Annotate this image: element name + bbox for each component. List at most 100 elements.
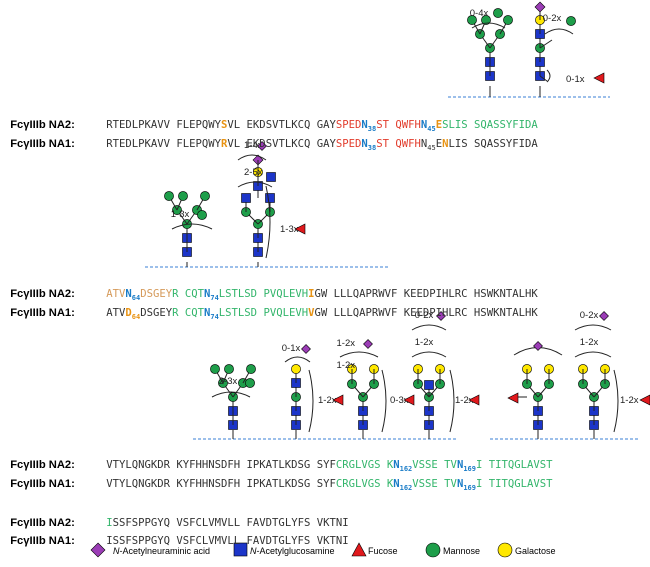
sequence-segment: RTEDLPKAVV FLEPQWY	[106, 119, 222, 131]
glycan-bracket	[546, 69, 551, 83]
block1-na2-sequence: RTEDLPKAVV FLEPQWYSVL EKDSVTLKCQ GAYSPED…	[106, 119, 538, 134]
glycan-bracket	[574, 351, 612, 358]
sialic-acid-icon	[533, 341, 543, 351]
sequence-segment: VSSE TV	[412, 478, 457, 490]
sequence-segment: VL EKDSVTLKCQ GAY	[227, 119, 336, 131]
sequence-segment: I TITQGLAVST	[475, 478, 553, 490]
sequence-segment: 45	[427, 144, 436, 153]
sequence-segment: R CQT	[172, 307, 204, 319]
sequence-segment: GW LLLQAPRWVF KEEDPIHLRC HSWKNTALHK	[314, 288, 538, 300]
sequence-segment: DSGEY	[140, 307, 173, 319]
sequence-segment: VTYLQNGKDR KYFHHNSDFH IPKATLKDSG SYF	[106, 459, 336, 471]
sequence-segment: N	[393, 459, 400, 471]
sequence-segment: 45	[427, 125, 436, 134]
glycan-count-label: 1-3x	[171, 209, 190, 220]
block1-na1-sequence: RTEDLPKAVV FLEPQWYRVL EKDSVTLKCQ GAYSPED…	[106, 138, 538, 153]
glycan-count-label: 2-3x	[219, 376, 238, 387]
sequence-segment: ATV	[106, 307, 126, 319]
sequence-segment: ISSFSPPGYQ VSFCLVMVLL FAVDTGLYFS VKTNI	[106, 535, 349, 547]
sequence-segment: VL EKDSVTLKCQ GAY	[227, 138, 336, 150]
sequence-segment: ATV	[106, 288, 126, 300]
glycan-bond	[539, 75, 548, 82]
glycan-bracket	[237, 154, 267, 161]
legend-galactose-label: Galactose	[515, 546, 556, 556]
na2-label: FcγIIIb NA2:	[10, 119, 75, 131]
block2-na2-row: FcγIIIb NA2: ATVN64DSGEYR CQTN74LSTLSD PV…	[4, 273, 538, 302]
sequence-segment: SSFSPPGYQ VSFCLVMVLL FAVDTGLYFS VKTNI	[112, 517, 349, 529]
glycan-bracket	[613, 369, 619, 433]
sequence-segment: N	[203, 288, 211, 300]
glycan-bracket	[411, 324, 447, 331]
sequence-segment: N	[361, 119, 368, 131]
glycan-bracket	[339, 351, 379, 358]
block2-na1-sequence: ATVD64DSGEYR CQTN74LSTLSD PVQLEVHVGW LLL…	[106, 307, 538, 322]
legend-sialic-label: N-Acetylneuraminic acid	[113, 546, 211, 556]
na1-label: FcγIIIb NA1:	[10, 307, 75, 319]
sequence-segment: 169	[463, 484, 476, 493]
sequence-segment: S	[221, 119, 228, 131]
sequence-segment: 74	[210, 313, 219, 322]
legend-galactose-icon	[497, 542, 513, 558]
mannose-icon	[246, 364, 256, 374]
glycan-bracket	[171, 223, 213, 230]
glycan-count-label: 0-2x	[580, 310, 599, 321]
glycan-count-label: 0-2x	[415, 310, 434, 321]
fucose-icon	[507, 392, 519, 404]
sequence-segment: 162	[399, 465, 413, 474]
sequence-segment: E	[435, 138, 443, 150]
na2-label: FcγIIIb NA2:	[10, 288, 75, 300]
sialic-acid-icon	[257, 141, 267, 151]
block4-na1-row: FcγIIIb NA1:ISSFSPPGYQ VSFCLVMVLL FAVDTG…	[4, 520, 349, 548]
sequence-segment: R CQT	[172, 288, 204, 300]
sialic-acid-icon	[534, 1, 546, 13]
glycan-count-label: 2-5x	[244, 167, 263, 178]
na2-label: FcγIIIb NA2:	[10, 459, 75, 471]
glycan-count-label: 1-4x	[244, 140, 263, 151]
mannose-icon	[566, 16, 576, 26]
sequence-segment: 38	[367, 125, 377, 134]
sequence-segment: N	[420, 119, 428, 131]
sequence-segment: N	[125, 288, 132, 300]
glycan-count-label: 1-2x	[415, 337, 434, 348]
glycan-bracket	[471, 22, 506, 29]
glycan-bracket	[265, 185, 271, 259]
glycan-count-label: 0-2x	[543, 13, 562, 24]
legend-glcnac-icon	[233, 542, 248, 557]
mannose-icon	[224, 364, 234, 374]
block2-na2-sequence: ATVN64DSGEYR CQTN74LSTLSD PVQLEVHIGW LLL…	[106, 288, 538, 302]
mannose-icon	[178, 191, 188, 201]
sequence-segment: V	[308, 307, 315, 319]
sequence-segment: N	[442, 138, 449, 150]
sequence-segment: DSGEY	[140, 288, 173, 300]
sequence-segment: N	[361, 138, 368, 150]
mannose-icon	[164, 191, 174, 201]
sialic-acid-icon	[90, 542, 106, 558]
sequence-segment: ST QWFH	[376, 119, 421, 131]
sequence-segment: N	[420, 138, 428, 150]
fucose-icon	[403, 394, 415, 406]
sequence-segment: I	[106, 517, 113, 529]
glycan-bracket	[574, 324, 612, 331]
glycan-count-label: 1-3x	[280, 224, 299, 235]
glycan-bracket	[411, 351, 447, 358]
fucose-icon	[468, 394, 480, 406]
sequence-segment: GW LLLQAPRWVF KEEDPIHLRC HSWKNTALHK	[314, 307, 538, 319]
sequence-segment: CRGLVGS K	[335, 459, 394, 471]
sequence-segment: 38	[367, 144, 377, 153]
glycan-count-label: 0-1x	[566, 74, 585, 85]
sequence-segment: LIS SQASSYFIDA	[448, 119, 538, 131]
fucose-icon	[593, 72, 605, 84]
sequence-segment: VTYLQNGKDR KYFHHNSDFH IPKATLKDSG SYF	[106, 478, 336, 490]
sequence-segment: D	[125, 307, 132, 319]
sequence-segment: LIS SQASSYFIDA	[448, 138, 538, 150]
sequence-segment: SPED	[335, 138, 362, 150]
sequence-segment: I TITQGLAVST	[475, 459, 553, 471]
block3-na2-sequence: VTYLQNGKDR KYFHHNSDFH IPKATLKDSG SYFCRGL…	[106, 459, 553, 474]
sequence-segment: RTEDLPKAVV FLEPQWY	[106, 138, 222, 150]
sequence-segment: N	[393, 478, 400, 490]
glycan-bracket	[211, 391, 251, 398]
mannose-icon	[197, 210, 207, 220]
sialic-acid-icon	[599, 311, 609, 321]
block3-na2-row: FcγIIIb NA2: VTYLQNGKDR KYFHHNSDFH IPKATL…	[4, 444, 553, 474]
sequence-segment: 64	[131, 313, 141, 322]
